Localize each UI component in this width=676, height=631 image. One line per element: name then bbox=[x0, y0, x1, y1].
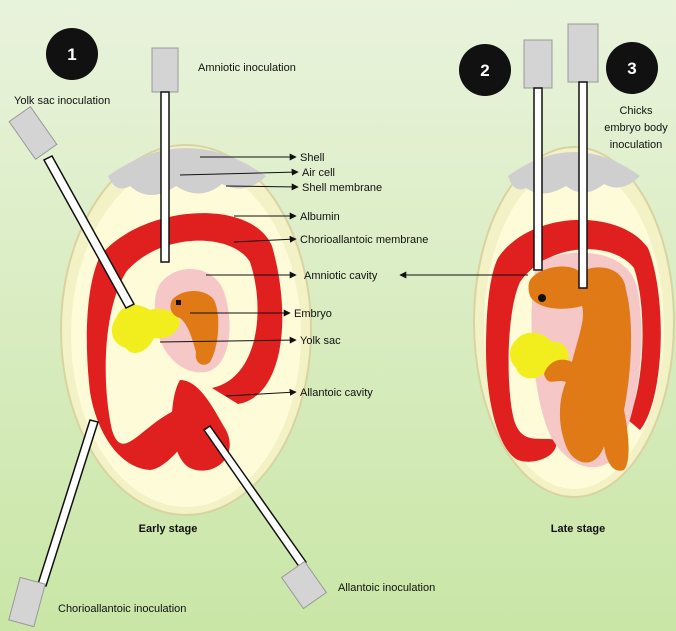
label-yolk-sac-inoculation: Yolk sac inoculation bbox=[14, 95, 110, 107]
late-amniotic-syringe-body bbox=[524, 40, 552, 88]
label-late-stage: Late stage bbox=[551, 523, 605, 535]
badge-3: 3 bbox=[606, 42, 658, 94]
badge-2: 2 bbox=[459, 44, 511, 96]
amniotic-needle-shaft bbox=[161, 92, 169, 262]
amniotic-syringe-body bbox=[152, 48, 178, 92]
late-stage-egg bbox=[474, 147, 674, 497]
label-early-stage: Early stage bbox=[139, 523, 198, 535]
badge-1: 1 bbox=[46, 28, 98, 80]
badge-2-text: 2 bbox=[480, 61, 489, 80]
label-shell-membrane: Shell membrane bbox=[302, 182, 382, 194]
label-chorioallantoic-membrane: Chorioallantoic membrane bbox=[300, 234, 428, 246]
label-yolk-sac: Yolk sac bbox=[300, 335, 341, 347]
embryo-body-needle-shaft bbox=[579, 82, 587, 288]
label-chicks-line3: inoculation bbox=[610, 139, 663, 151]
label-shell: Shell bbox=[300, 152, 324, 164]
early-stage-egg bbox=[61, 145, 311, 515]
label-air-cell: Air cell bbox=[302, 167, 335, 179]
label-chicks-line2: embryo body bbox=[604, 122, 668, 134]
label-amniotic-inoculation: Amniotic inoculation bbox=[198, 62, 296, 74]
label-allantoic-inoculation: Allantoic inoculation bbox=[338, 582, 435, 594]
badge-1-text: 1 bbox=[67, 45, 76, 64]
late-embryo-eye bbox=[538, 294, 546, 302]
label-chicks-line1: Chicks bbox=[619, 105, 653, 117]
label-chorioallantoic-inoculation: Chorioallantoic inoculation bbox=[58, 603, 186, 615]
label-embryo: Embryo bbox=[294, 308, 332, 320]
label-amniotic-cavity: Amniotic cavity bbox=[304, 270, 378, 282]
badge-3-text: 3 bbox=[627, 59, 636, 78]
early-embryo-eye bbox=[176, 300, 181, 305]
late-amniotic-needle-shaft bbox=[534, 88, 542, 270]
label-albumin: Albumin bbox=[300, 211, 340, 223]
embryo-body-syringe-body bbox=[568, 24, 598, 82]
label-allantoic-cavity: Allantoic cavity bbox=[300, 387, 373, 399]
